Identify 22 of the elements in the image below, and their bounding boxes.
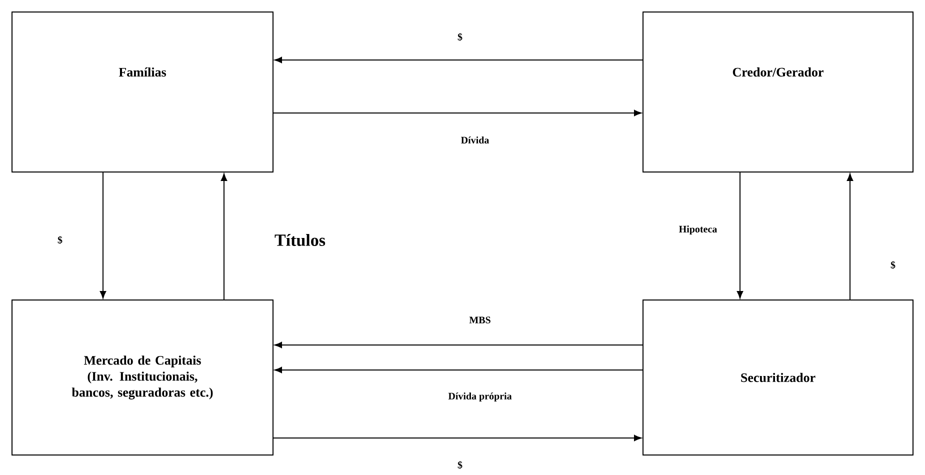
edge-label: Títulos (274, 233, 327, 248)
edge-label: $ (56, 235, 64, 245)
arrow (274, 366, 644, 374)
process-box: Famílias (12, 12, 274, 172)
arrow (274, 342, 644, 348)
arrow (220, 174, 228, 300)
arrow (272, 110, 642, 116)
edge-label: Hipoteca (678, 224, 718, 236)
edge-label: $ (890, 260, 896, 270)
arrow (846, 174, 854, 300)
process-box: Mercado de Capitais (Inv. Institucionais, bancos, seguradoras etc.) (12, 300, 274, 456)
arrow (736, 172, 744, 299)
edge-label: Dívida (460, 135, 490, 145)
edge-label: $ (456, 460, 464, 470)
arrow (100, 172, 106, 299)
process-box: Credor/Gerador (642, 12, 914, 172)
edge-label: $ (456, 32, 464, 42)
edge-label: Dívida própria (447, 391, 513, 403)
arrow (272, 434, 642, 442)
process-box: Securitizador (642, 300, 914, 456)
edge-label: MBS (468, 316, 492, 324)
arrow (274, 56, 644, 64)
